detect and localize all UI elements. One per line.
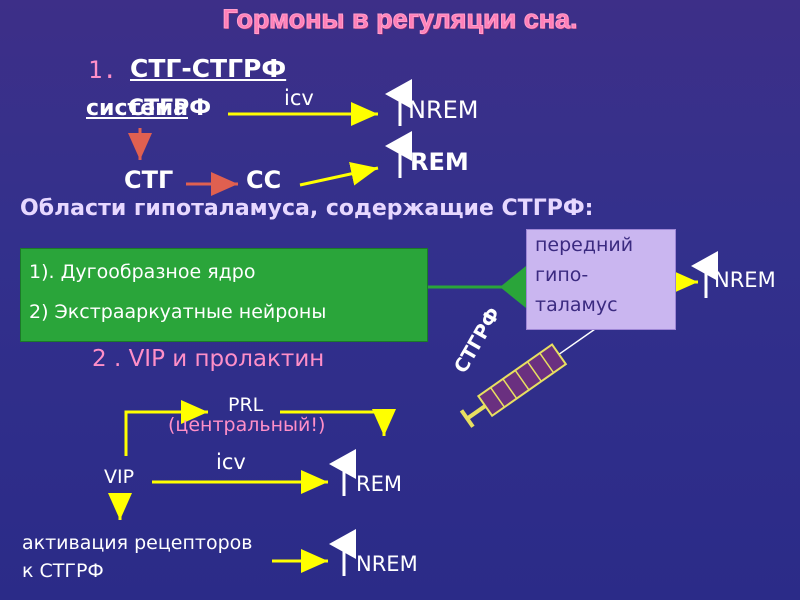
arrow-ss-to-rem <box>299 162 379 187</box>
arrow-prl-to-rem <box>280 409 396 436</box>
section1-number: 1. <box>88 56 117 84</box>
hypothalamus-line-1: передний <box>535 234 634 256</box>
vip-label: VIP <box>104 466 135 488</box>
anterior-hypothalamus-box: передний гипо- таламус <box>526 229 676 330</box>
nrem-label-1: NREM <box>408 96 479 124</box>
arrow-vip-prl-loop <box>124 400 208 456</box>
section1-heading: СТГ-СТГРФ <box>130 54 287 83</box>
activation-line-1: активация рецепторов <box>22 532 253 554</box>
central-label: (центральный!) <box>168 414 326 436</box>
icv-label-2: icv <box>216 450 246 474</box>
slide-title: Гормоны в регуляции сна. <box>222 4 578 35</box>
icv-label-1: icv <box>284 86 314 110</box>
nrem-label-right: NREM <box>714 268 776 292</box>
nuclei-line-2: 2) Экстрааркуатные нейроны <box>29 301 327 323</box>
hypothalamus-line-3: таламус <box>535 294 618 316</box>
nuclei-line-1: 1). Дугообразное ядро <box>29 261 256 283</box>
prl-label: PRL <box>228 394 264 416</box>
hypothalamus-line-2: гипо- <box>535 264 589 286</box>
nrem-label-2: NREM <box>356 552 418 576</box>
system-label: система <box>86 96 188 121</box>
rem-label-2: REM <box>356 472 402 496</box>
nuclei-box: 1). Дугообразное ядро 2) Экстрааркуатные… <box>20 248 428 342</box>
section2-heading: 2 . VIP и пролактин <box>92 346 325 372</box>
connector-green-triangle <box>500 266 526 308</box>
strgf-label: СТГРФ <box>128 96 212 121</box>
rem-label-1: REM <box>410 148 469 176</box>
stg-label: СТГ <box>124 166 174 194</box>
ss-label: СС <box>246 166 282 194</box>
activation-line-2: к СТГРФ <box>22 560 104 582</box>
syringe-icon <box>459 325 601 428</box>
hypothalamus-heading: Области гипоталамуса, содержащие СТГРФ: <box>20 196 594 221</box>
